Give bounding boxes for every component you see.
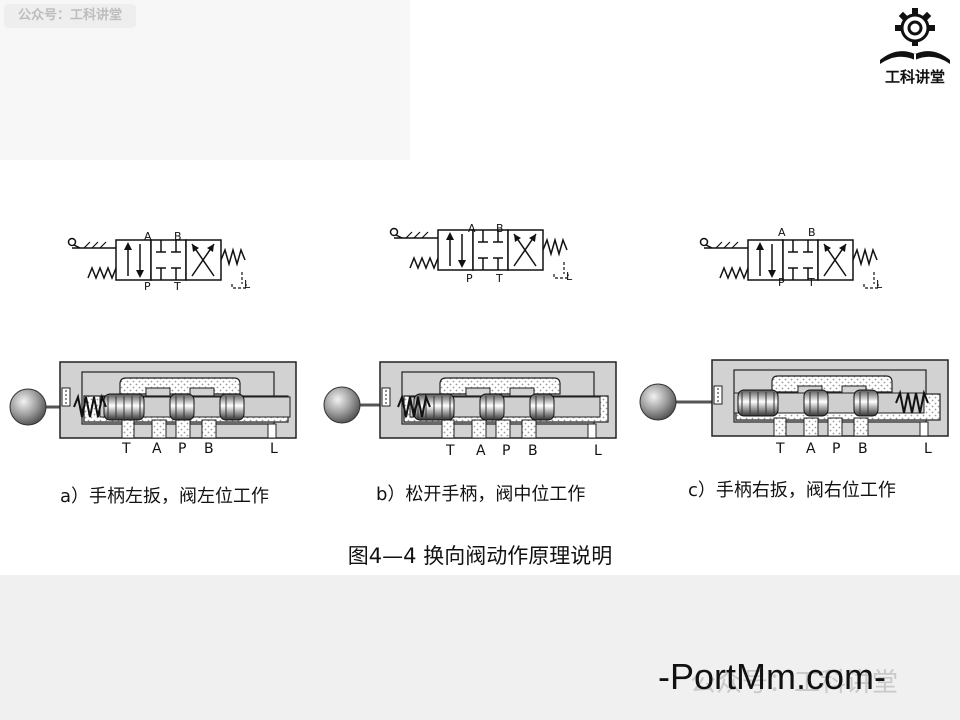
valve-section-a <box>9 361 297 439</box>
symbol-c-port-l: L <box>876 278 883 291</box>
watermark-tag: 公众号：工科讲堂 <box>4 4 136 28</box>
valve-a-port-p: P <box>178 441 186 457</box>
valve-symbol-c <box>699 237 879 289</box>
valve-c-port-b: B <box>858 441 868 457</box>
valve-b-port-p: P <box>502 443 510 459</box>
valve-diagram: A B P T A B P T L A B P T L L <box>9 222 949 459</box>
symbol-port-labels: A B P T A B P T L A B P T L L <box>144 222 883 293</box>
caption-c: c）手柄右扳，阀右位工作 <box>688 480 896 501</box>
symbol-a-port-l: L <box>244 278 251 291</box>
symbol-b-port-p: P <box>466 272 473 285</box>
symbol-a-port-a: A <box>144 230 152 243</box>
symbol-a-port-p: P <box>144 280 151 293</box>
caption-a: a）手柄左扳，阀左位工作 <box>60 486 270 507</box>
valve-b-port-t: T <box>445 443 455 459</box>
valve-section-c <box>639 359 949 437</box>
caption-b: b）松开手柄，阀中位工作 <box>376 484 586 505</box>
figure-title: 图4—4 换向阀动作原理说明 <box>347 544 613 568</box>
valve-symbol-a <box>67 237 247 289</box>
valve-c-port-l: L <box>924 441 932 457</box>
valve-c-port-p: P <box>832 441 840 457</box>
valve-b-port-a: A <box>476 443 486 459</box>
symbol-c-port-p: P <box>778 276 785 289</box>
body-port-labels: T A P B L T A P B L T A P B L <box>121 441 932 459</box>
valve-b-port-l: L <box>594 443 602 459</box>
valve-section-b <box>323 361 617 439</box>
valve-a-port-t: T <box>121 441 131 457</box>
footer-ghost-text: 公众号：工科讲堂 <box>690 668 899 698</box>
valve-symbol-b <box>389 227 569 279</box>
symbol-c-port-a: A <box>778 226 786 239</box>
symbol-a-port-b: B <box>174 230 182 243</box>
valve-a-port-l: L <box>270 441 278 457</box>
logo-text: 工科讲堂 <box>884 68 945 86</box>
symbol-c-port-b: B <box>808 226 816 239</box>
bottom-band <box>0 575 960 720</box>
symbol-b-port-t: T <box>495 272 503 285</box>
symbol-b-port-l: L <box>566 270 573 283</box>
valve-a-port-a: A <box>152 441 162 457</box>
valve-c-port-t: T <box>775 441 785 457</box>
gear-book-icon <box>880 8 950 64</box>
footer-watermark: -PortMm.com- <box>658 656 886 697</box>
valve-b-port-b: B <box>528 443 538 459</box>
symbol-b-port-a: A <box>468 222 476 235</box>
valve-a-port-b: B <box>204 441 214 457</box>
symbol-b-port-b: B <box>496 222 504 235</box>
symbol-a-port-t: T <box>173 280 181 293</box>
valve-c-port-a: A <box>806 441 816 457</box>
symbol-c-port-t: T <box>807 276 815 289</box>
